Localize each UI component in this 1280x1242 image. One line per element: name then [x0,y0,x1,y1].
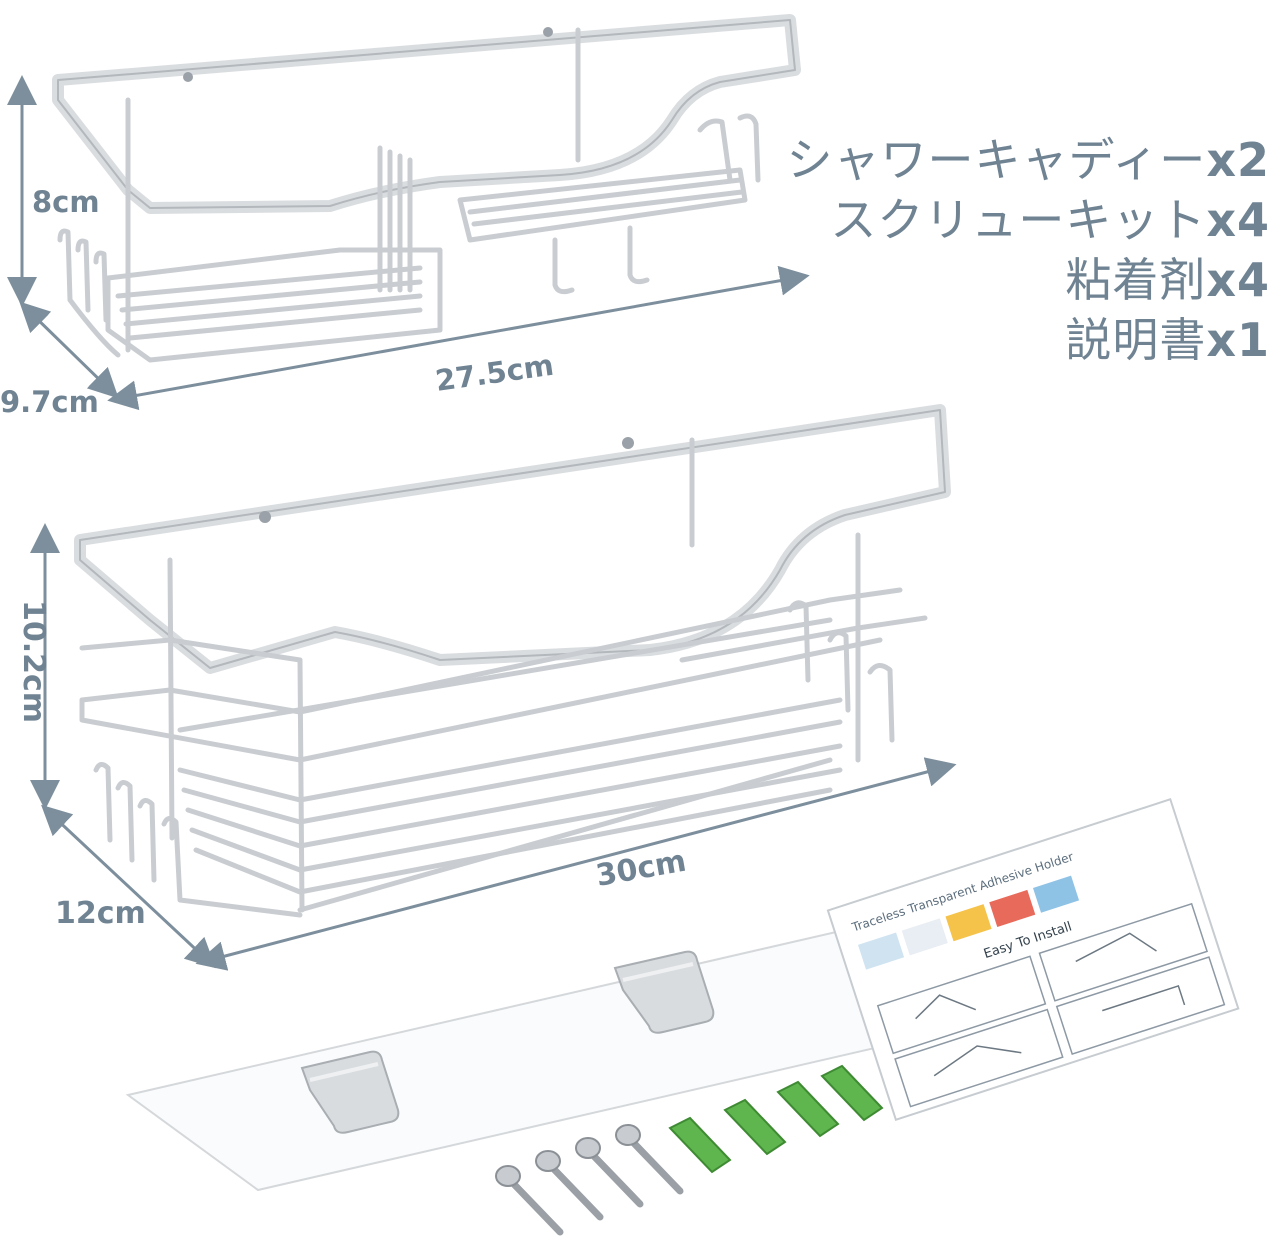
large-caddy [74,404,951,918]
wall-anchor [723,1098,787,1156]
contents-item-qty: x4 [1206,193,1270,247]
wall-anchor [820,1064,884,1122]
adhesive-hook [613,950,715,1034]
contents-item: 粘着剤x4 [787,250,1270,310]
contents-item-qty: x4 [1206,253,1270,307]
wall-anchor [776,1080,840,1138]
screw [535,1150,604,1221]
screw [495,1165,564,1236]
screw [575,1137,644,1208]
contents-item-qty: x1 [1206,313,1270,367]
depth-arrow [41,804,216,969]
small-height-label: 8cm [32,185,100,219]
width-arrow [195,757,957,971]
large-width-label: 30cm [593,844,688,894]
small-width-label: 27.5cm [433,348,556,398]
screw-kit [495,1124,684,1236]
contents-item-name: 説明書 [1065,313,1207,367]
large-depth-label: 12cm [55,896,146,931]
contents-item: スクリューキットx4 [787,190,1270,250]
contents-item-name: スクリューキット [830,193,1207,247]
contents-item: 説明書x1 [787,310,1270,370]
contents-item-qty: x2 [1206,133,1270,187]
depth-arrow [19,301,119,399]
large-height-label: 10.2cm [16,600,51,723]
wall-anchor [668,1116,732,1174]
contents-item: シャワーキャディーx2 [787,130,1270,190]
wall-anchors [668,1064,884,1174]
instruction-manual: Traceless Transparent Adhesive Holder Ea… [826,798,1240,1122]
contents-item-name: 粘着剤 [1065,253,1207,307]
adhesive-plate [125,913,1043,1192]
width-arrow [107,265,810,411]
small-caddy [52,14,801,363]
small-depth-label: 9.7cm [0,385,99,419]
package-contents: シャワーキャディーx2 スクリューキットx4 粘着剤x4 説明書x1 [787,130,1270,370]
screw [615,1124,684,1195]
contents-item-name: シャワーキャディー [786,133,1207,187]
small-caddy-dimensions: 8cm 9.7cm 27.5cm [0,75,810,419]
adhesive-hook [300,1050,400,1134]
